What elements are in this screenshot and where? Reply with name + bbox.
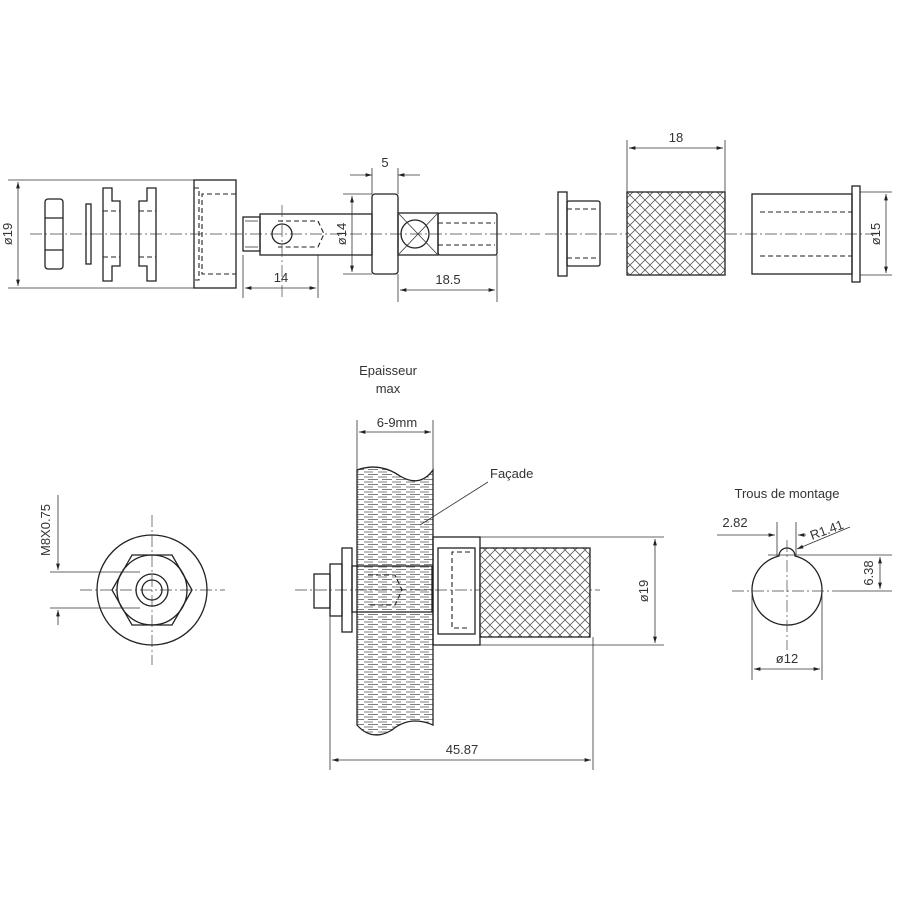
- svg-text:ø12: ø12: [776, 651, 798, 666]
- svg-text:R1.41: R1.41: [808, 517, 846, 543]
- facade-panel: [356, 466, 434, 736]
- mounting-hole-view: Trous de montage 2.82 R1.41 6.38 ø12: [717, 486, 892, 680]
- front-view: M8X0.75: [38, 495, 225, 665]
- dimension-notch-width: 2.82: [717, 515, 806, 556]
- thickness-label: Epaisseur: [359, 363, 417, 378]
- end-cap: [193, 179, 237, 289]
- dimension-flange-width: 5: [350, 155, 420, 194]
- hex-nut-side: [44, 198, 64, 270]
- washer: [85, 203, 92, 265]
- dimension-total-length: 45.87: [329, 616, 594, 770]
- svg-text:ø19: ø19: [0, 223, 15, 245]
- dimension-left-length: 14: [242, 255, 319, 298]
- flanged-spacer-2: [138, 187, 157, 282]
- dimension-shaft-diameter: ø14: [334, 193, 372, 275]
- exploded-view: ø19: [0, 130, 892, 302]
- keyhole-outline: [751, 547, 823, 626]
- flanged-spacer-1: [102, 187, 121, 282]
- svg-text:6-9mm: 6-9mm: [377, 415, 417, 430]
- svg-text:2.82: 2.82: [722, 515, 747, 530]
- mounting-hole-title: Trous de montage: [734, 486, 839, 501]
- mesh-filter: 18: [626, 130, 726, 276]
- dimension-assembly-diameter: ø19: [480, 536, 664, 646]
- svg-text:18: 18: [669, 130, 683, 145]
- threaded-shaft: [242, 193, 498, 300]
- assembled-hardware: [313, 536, 591, 646]
- dimension-notch-offset: 6.38: [768, 554, 892, 592]
- svg-text:ø14: ø14: [334, 223, 349, 245]
- svg-text:5: 5: [381, 155, 388, 170]
- thickness-label-max: max: [376, 381, 401, 396]
- sleeve: ø15: [751, 185, 892, 283]
- svg-text:ø15: ø15: [868, 223, 883, 245]
- assembly-view: Epaisseur max 6-9mm Façade ø19: [295, 363, 664, 770]
- svg-text:6.38: 6.38: [861, 560, 876, 585]
- svg-text:45.87: 45.87: [446, 742, 479, 757]
- svg-text:18.5: 18.5: [435, 272, 460, 287]
- bushing: [557, 191, 601, 277]
- dimension-right-length: 18.5: [397, 255, 498, 302]
- dimension-notch-radius: R1.41: [796, 517, 851, 550]
- dimension-thread: M8X0.75: [38, 495, 140, 625]
- svg-text:14: 14: [274, 270, 288, 285]
- dimension-hole-diameter: ø12: [751, 595, 823, 680]
- dimension-thickness: 6-9mm: [356, 415, 434, 470]
- svg-text:ø19: ø19: [636, 580, 651, 602]
- svg-text:M8X0.75: M8X0.75: [38, 504, 53, 556]
- facade-label: Façade: [490, 466, 533, 481]
